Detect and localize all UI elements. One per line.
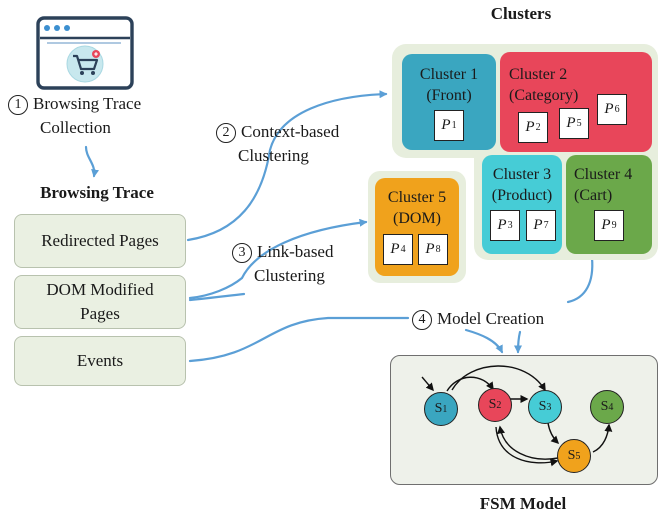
- step-3-line2: Clustering: [254, 266, 325, 285]
- trace-item-label: DOM Modified: [46, 280, 154, 299]
- cluster-4-label: (Cart): [574, 187, 613, 204]
- step-2-number: 2: [216, 123, 236, 143]
- arrow-redirected-to-clusters: [186, 90, 388, 242]
- shopping-cart-icon: [66, 45, 104, 83]
- cluster-2-label: (Category): [509, 87, 579, 104]
- fsm-model-title: FSM Model: [479, 494, 567, 513]
- step-3-line1: Link-based: [257, 242, 334, 261]
- cluster-5-label: (DOM): [393, 210, 441, 227]
- arrow-model-to-fsm-b: [514, 330, 523, 354]
- cluster-2-name: Cluster 2: [509, 66, 568, 83]
- trace-item-label: Redirected Pages: [41, 231, 159, 250]
- cluster-1-name: Cluster 1: [419, 66, 479, 83]
- step-2-line2: Clustering: [238, 146, 309, 165]
- fsm-edge-s5-s2: [497, 425, 559, 460]
- arrow-events-to-model: [188, 316, 410, 363]
- fsm-edge-s3-s5: [547, 422, 560, 445]
- fsm-edge-s2-s5: [495, 426, 559, 467]
- cluster-3-label: (Product): [491, 187, 553, 204]
- fsm-edge-start-s1: [421, 376, 434, 392]
- trace-item-label: Events: [76, 351, 124, 370]
- clusters-title: Clusters: [490, 4, 552, 23]
- trace-item-dom-modified-pages: DOM Modified Pages: [14, 275, 186, 329]
- step-1-line1: Browsing Trace: [33, 94, 142, 113]
- fsm-edges: [421, 365, 613, 467]
- step-3-number: 3: [232, 243, 252, 263]
- arrow-dom-to-cluster5: [188, 218, 368, 300]
- step-1-label: 1 Browsing Trace Collection: [8, 92, 141, 140]
- step-4-label: 4 Model Creation: [412, 307, 544, 331]
- cluster-4-name: Cluster 4: [574, 166, 633, 183]
- arrow-collection-to-trace: [84, 145, 100, 178]
- cluster-3-name: Cluster 3: [492, 166, 552, 183]
- fsm-edge-s1-s3: [451, 365, 546, 392]
- browsing-trace-title: Browsing Trace: [40, 183, 154, 202]
- trace-item-redirected-pages: Redirected Pages: [14, 214, 186, 268]
- arrow-dom-to-link-line: [188, 292, 246, 302]
- step-4-line1: Model Creation: [437, 309, 545, 328]
- trace-item-label-line2: Pages: [80, 304, 120, 323]
- fsm-edge-s5-s4: [592, 423, 613, 453]
- step-2-label: 2 Context-based Clustering: [216, 120, 339, 168]
- step-1-line2: Collection: [40, 118, 111, 137]
- cluster-5-name: Cluster 5: [387, 189, 447, 206]
- step-1-number: 1: [8, 95, 28, 115]
- cluster-1-label: (Front): [426, 87, 472, 104]
- step-4-number: 4: [412, 310, 432, 330]
- fsm-edge-s1-s2: [446, 376, 494, 392]
- step-2-line1: Context-based: [241, 122, 340, 141]
- step-3-label: 3 Link-based Clustering: [232, 240, 333, 288]
- browser-window-icon: [36, 16, 134, 90]
- arrow-model-to-fsm-a: [464, 328, 504, 354]
- trace-item-events: Events: [14, 336, 186, 386]
- arrow-cluster4-to-model: [566, 256, 594, 304]
